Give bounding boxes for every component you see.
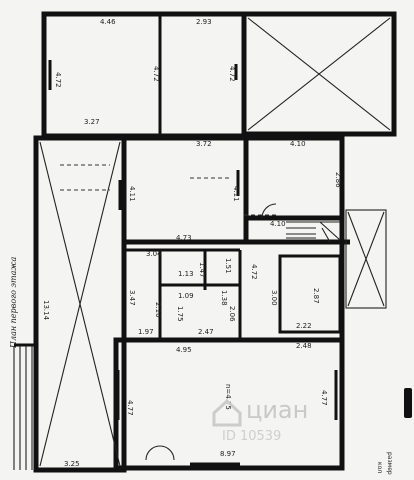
dim-c2-b: 1.51: [224, 258, 232, 274]
dim-c1-bottom: 1.97: [138, 328, 154, 336]
side-note-1: размер: [386, 452, 393, 475]
dim-c1-inner: 2.10: [154, 302, 162, 318]
dim-r2-top: 2.93: [196, 18, 212, 26]
plan-title: План первого этажа: [9, 257, 18, 349]
house-watermark-icon: [212, 398, 242, 427]
dim-bath-bottom: 2.22: [296, 322, 312, 330]
dim-r1-inner: 4.72: [152, 66, 160, 82]
dim-bath-left: 3.00: [270, 290, 278, 306]
dim-stair-top: 4.10: [270, 220, 286, 228]
dim-r4-right: 2.86: [334, 172, 342, 188]
doors: [60, 164, 277, 461]
dim-r3-top: 3.72: [196, 140, 212, 148]
dim-c2-g: 2.47: [198, 328, 214, 336]
dim-living-left: 4.77: [126, 400, 134, 416]
walls: [33, 11, 397, 473]
left-hatch: [13, 346, 33, 470]
dim-living-top: 4.95: [176, 346, 192, 354]
dim-r3-left: 4.11: [128, 186, 136, 202]
scrollbar-handle[interactable]: [404, 388, 412, 418]
dim-hall-lower: 3.04: [146, 250, 162, 258]
dim-r1-bottom: 3.27: [84, 118, 100, 126]
dim-stair-side: 4.72: [250, 264, 258, 280]
dim-r1-top: 4.46: [100, 18, 116, 26]
watermark-brand: циан: [246, 396, 308, 424]
dim-c2-d: 1.75: [176, 306, 184, 322]
dim-r1-left: 4.72: [54, 72, 62, 88]
plan-title-box: План первого этажа: [9, 257, 18, 349]
dim-r4-top: 4.10: [290, 140, 306, 148]
staircase: [286, 221, 341, 243]
dim-living-center: n=4.75: [224, 384, 232, 410]
dim-garage-bottom: 3.25: [64, 460, 80, 468]
watermark-id: ID 10539: [222, 429, 281, 444]
dim-living-topright: 2.48: [296, 342, 312, 350]
dim-living-bottom: 8.97: [220, 450, 236, 458]
dim-c1-left: 3.47: [128, 290, 136, 306]
dim-c2-c: 1.09: [178, 292, 194, 300]
dim-c1-small: 1.13: [178, 270, 194, 278]
wall-ticks: [14, 60, 338, 466]
watermark: циан ID 10539: [222, 396, 308, 444]
cross-markings: [39, 17, 391, 467]
dim-r2-left: 4.72: [228, 66, 236, 82]
dim-garage-left: 13.14: [42, 300, 50, 321]
dim-c2-e: 1.38: [220, 290, 228, 306]
dim-c2-a: 1.47: [198, 262, 206, 278]
dim-c2-f: 2.06: [228, 306, 236, 322]
dim-bath-right: 2.87: [312, 288, 320, 304]
side-note-2: кол: [376, 462, 383, 473]
dim-r3-right: 4.11: [232, 186, 240, 202]
dim-living-right: 4.77: [320, 390, 328, 406]
dim-hall-center: 4.73: [176, 234, 192, 242]
